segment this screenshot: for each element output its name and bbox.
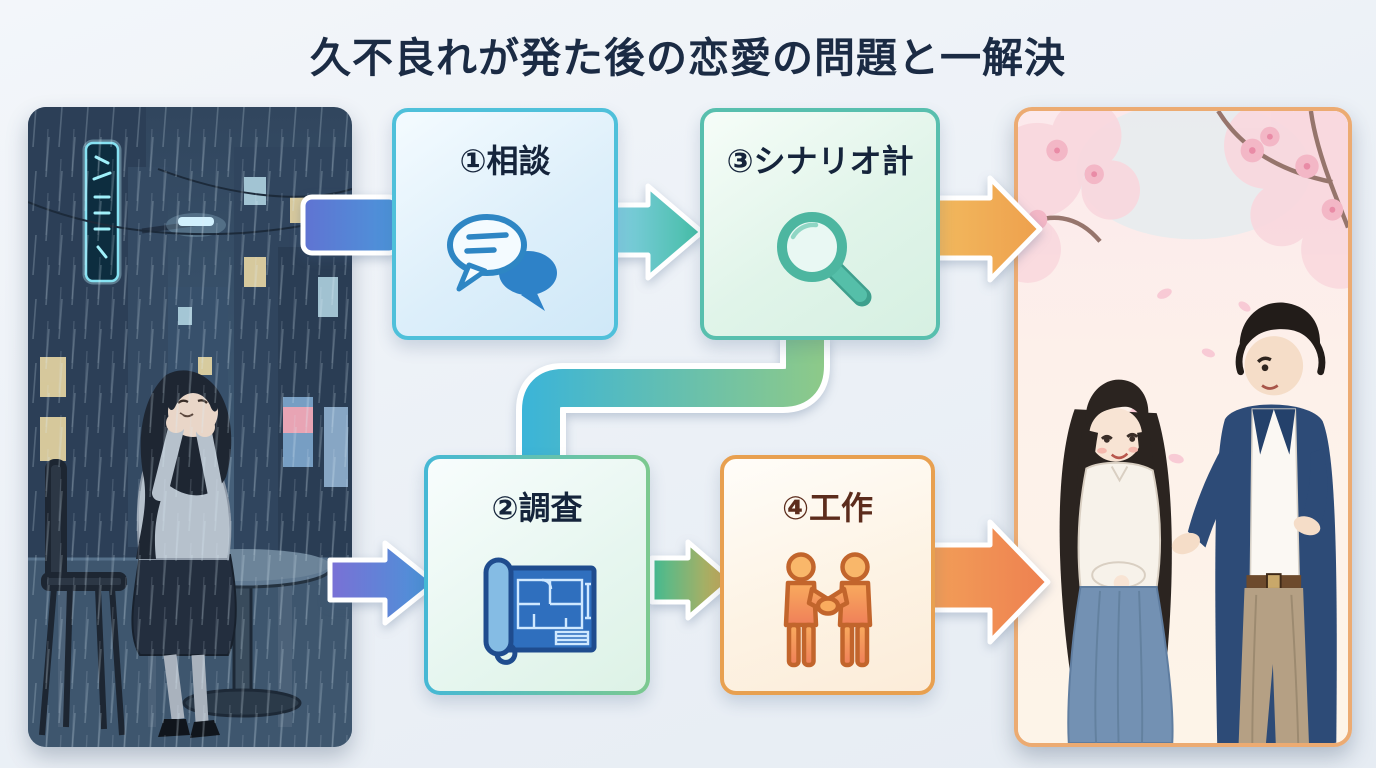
chat-bubbles-icon: [439, 182, 571, 336]
rainy-night-illustration: [28, 107, 352, 747]
cherry-blossom-couple-illustration: [1018, 111, 1348, 743]
step-box-scenario-plan: ③シナリオ計: [700, 108, 940, 340]
connector-step3-to-step2: [516, 336, 830, 460]
step-box-investigation: ②調査: [424, 455, 650, 695]
happy-man: [1171, 302, 1337, 743]
step3-label: ③シナリオ計: [726, 142, 914, 180]
magnifying-glass-icon: [760, 182, 880, 336]
blueprint-icon: [470, 529, 604, 691]
step4-label: ④工作: [781, 489, 874, 527]
happy-woman: [1059, 379, 1174, 743]
handshake-icon: [763, 529, 893, 691]
connector-step3-to-step2-fill: [522, 336, 824, 460]
page-title: 久不良れが発た後の恋愛の問題と一解決: [310, 34, 1066, 82]
step-box-approach-work: ④工作: [720, 455, 935, 695]
step1-label: ①相談: [459, 142, 551, 180]
step-box-consultation: ①相談: [392, 108, 618, 340]
before-panel: [28, 107, 352, 747]
after-panel: [1014, 107, 1352, 747]
step2-label: ②調査: [491, 489, 583, 527]
arrow-step1-to-step3: [607, 183, 705, 281]
